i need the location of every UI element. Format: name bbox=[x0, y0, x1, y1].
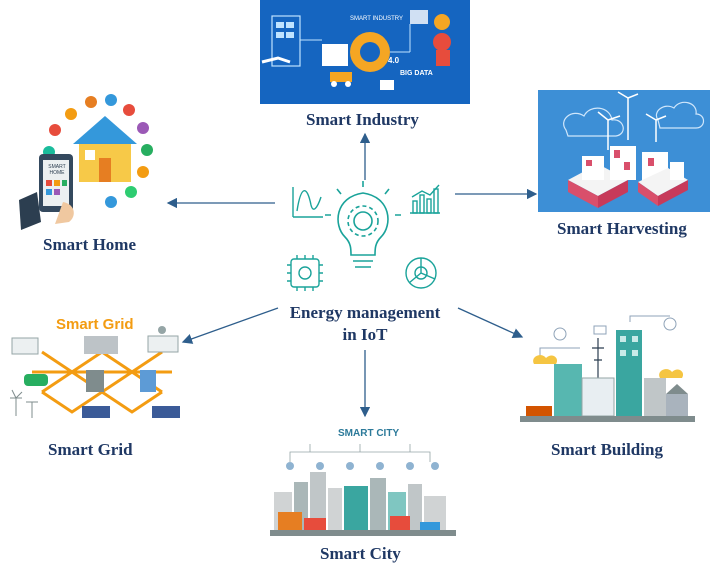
home-image bbox=[19, 94, 153, 230]
grid-image bbox=[10, 326, 180, 418]
home-phone-text: SMART HOME bbox=[48, 164, 66, 176]
industry-image: SMART INDUSTRY 4.0 BIG DATA bbox=[260, 0, 470, 104]
center-title: Energy management in IoT bbox=[280, 302, 450, 346]
center-title-line1: Energy management bbox=[289, 303, 441, 322]
arrow-to-building bbox=[457, 307, 524, 338]
chip-gear-icon bbox=[287, 255, 323, 291]
label-smart-home: Smart Home bbox=[43, 235, 137, 254]
industry-image-40: 4.0 bbox=[388, 56, 400, 65]
center-title-line2: in IoT bbox=[342, 325, 388, 344]
label-smart-city: Smart City bbox=[320, 544, 401, 563]
industry-image-bigdata: BIG DATA bbox=[400, 70, 433, 77]
city-image bbox=[270, 444, 456, 536]
center-icon-cluster bbox=[287, 181, 440, 291]
label-smart-industry: Smart Industry bbox=[306, 110, 419, 129]
bar-chart-icon bbox=[410, 184, 440, 214]
pie-chart-icon bbox=[405, 257, 437, 289]
arrow-to-grid bbox=[181, 307, 279, 344]
industry-image-title: SMART INDUSTRY bbox=[350, 16, 404, 22]
label-smart-grid: Smart Grid bbox=[48, 440, 133, 459]
building-image bbox=[520, 315, 695, 422]
label-smart-harvesting: Smart Harvesting bbox=[557, 219, 687, 238]
grid-image-title: Smart Grid bbox=[56, 316, 134, 333]
line-chart-icon bbox=[292, 187, 323, 218]
label-smart-building: Smart Building bbox=[551, 440, 663, 459]
lightbulb-gear-icon bbox=[325, 181, 401, 268]
city-image-title: SMART CITY bbox=[338, 428, 400, 439]
harvesting-image bbox=[538, 90, 710, 212]
